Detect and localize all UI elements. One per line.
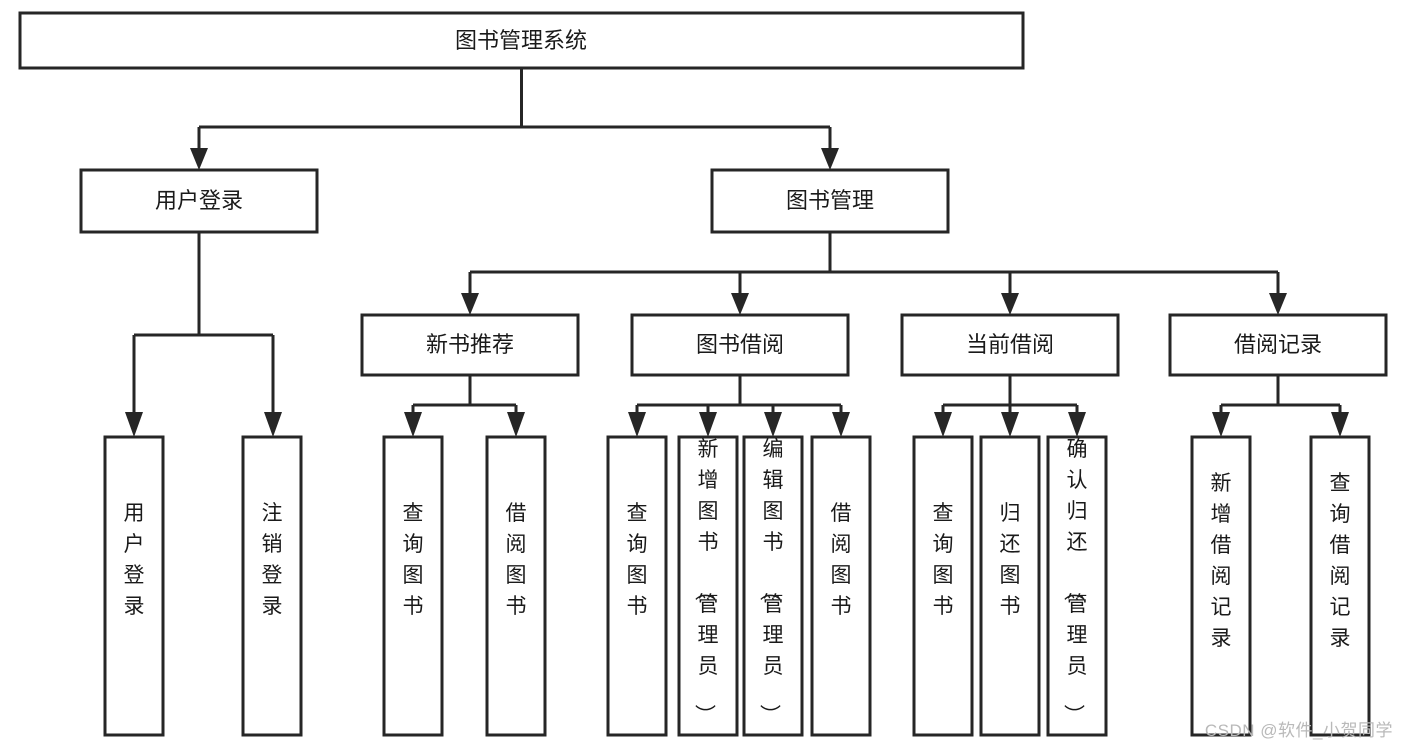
leaf-new-book-1-label: 查询图书: [403, 502, 424, 618]
arrow-head-borrowrecord-leaf2: [1331, 412, 1349, 437]
arrow-head-currentborrow-leaf2: [1001, 412, 1019, 437]
leaf-current-borrow-3[interactable]: 确认归还（管理员）: [1046, 435, 1108, 737]
leaf-user-login-2[interactable]: 注销登录: [241, 435, 303, 737]
arrow-head-bookborrow-leaf3: [764, 412, 782, 437]
connectors-group: [125, 68, 1349, 437]
node-current-borrow[interactable]: 当前借阅: [900, 313, 1120, 377]
leaf-new-book-2[interactable]: 借阅图书: [485, 435, 547, 737]
leaf-book-borrow-3[interactable]: 编辑图书（管理员）: [742, 435, 804, 737]
leaf-new-book-1-rect[interactable]: [382, 435, 444, 737]
leaf-borrow-record-2-rect[interactable]: [1309, 435, 1371, 737]
leaf-new-book-2-rect[interactable]: [485, 435, 547, 737]
node-user-login-rect[interactable]: [79, 168, 319, 234]
node-current-borrow-label: 当前借阅: [966, 332, 1054, 357]
leaf-current-borrow-2-rect[interactable]: [979, 435, 1041, 737]
arrow-head-bookborrow: [731, 293, 749, 315]
leaf-current-borrow-3-rect[interactable]: [1046, 435, 1108, 737]
node-book-management[interactable]: 图书管理: [710, 168, 950, 234]
leaf-book-borrow-3-label: 编辑图书（管理员）: [758, 438, 784, 725]
arrow-head-currentborrow: [1001, 293, 1019, 315]
arrow-head-borrowrecord-leaf1: [1212, 412, 1230, 437]
arrow-head-currentborrow-leaf3: [1068, 412, 1086, 437]
leaf-user-login-1[interactable]: 用户登录: [103, 435, 165, 737]
node-user-login-label: 用户登录: [155, 188, 243, 213]
node-root-rect[interactable]: [18, 11, 1025, 70]
leaf-new-book-2-label: 借阅图书: [506, 502, 527, 618]
leaf-current-borrow-2-label: 归还图书: [1000, 502, 1021, 618]
node-book-management-label: 图书管理: [786, 188, 874, 213]
leaf-current-borrow-2[interactable]: 归还图书: [979, 435, 1041, 737]
node-borrow-record[interactable]: 借阅记录: [1168, 313, 1388, 377]
leaf-user-login-1-label: 用户登录: [124, 502, 145, 618]
arrow-head-bookborrow-leaf1: [628, 412, 646, 437]
leaf-user-login-2-rect[interactable]: [241, 435, 303, 737]
arrow-head-user-login-leaf: [125, 412, 143, 437]
arrow-head-newbook-leaf1: [404, 412, 422, 437]
node-current-borrow-rect[interactable]: [900, 313, 1120, 377]
leaf-borrow-record-1-rect[interactable]: [1190, 435, 1252, 737]
leaf-book-borrow-4-rect[interactable]: [810, 435, 872, 737]
leaf-book-borrow-2-label: 新增图书（管理员）: [693, 438, 719, 725]
node-book-borrow-label: 图书借阅: [696, 332, 784, 357]
leaf-current-borrow-3-label: 确认归还（管理员）: [1062, 438, 1088, 725]
leaf-book-borrow-1-label: 查询图书: [627, 502, 648, 618]
node-book-borrow-rect[interactable]: [630, 313, 850, 377]
leaf-borrow-record-2-label: 查询借阅记录: [1330, 472, 1351, 650]
leaf-borrow-record-2[interactable]: 查询借阅记录: [1309, 435, 1371, 737]
leaf-book-borrow-2[interactable]: 新增图书（管理员）: [677, 435, 739, 737]
node-new-book-recommend-label: 新书推荐: [426, 332, 514, 357]
node-new-book-recommend-rect[interactable]: [360, 313, 580, 377]
arrow-head-newbook: [461, 293, 479, 315]
node-root-label: 图书管理系统: [455, 28, 587, 53]
leaf-current-borrow-1[interactable]: 查询图书: [912, 435, 974, 737]
arrow-head-logout-leaf: [264, 412, 282, 437]
arrow-head-bookmgmt: [821, 148, 839, 170]
arrow-head-newbook-leaf2: [507, 412, 525, 437]
leaf-borrow-record-1-label: 新增借阅记录: [1211, 472, 1232, 650]
leaf-book-borrow-4-label: 借阅图书: [831, 502, 852, 618]
node-borrow-record-rect[interactable]: [1168, 313, 1388, 377]
leaf-book-borrow-1-rect[interactable]: [606, 435, 668, 737]
leaf-current-borrow-1-label: 查询图书: [933, 502, 954, 618]
node-new-book-recommend[interactable]: 新书推荐: [360, 313, 580, 377]
leaf-book-borrow-3-rect[interactable]: [742, 435, 804, 737]
leaf-user-login-2-label: 注销登录: [262, 502, 283, 618]
leaf-borrow-record-1[interactable]: 新增借阅记录: [1190, 435, 1252, 737]
leaf-new-book-1[interactable]: 查询图书: [382, 435, 444, 737]
leaf-book-borrow-4[interactable]: 借阅图书: [810, 435, 872, 737]
arrow-head-borrowrecord: [1269, 293, 1287, 315]
leaf-user-login-1-rect[interactable]: [103, 435, 165, 737]
arrow-head-bookborrow-leaf4: [832, 412, 850, 437]
leaf-current-borrow-1-rect[interactable]: [912, 435, 974, 737]
leaf-book-borrow-2-rect[interactable]: [677, 435, 739, 737]
arrow-head-currentborrow-leaf1: [934, 412, 952, 437]
arrow-head-userlogin: [190, 148, 208, 170]
leaf-book-borrow-1[interactable]: 查询图书: [606, 435, 668, 737]
node-root[interactable]: 图书管理系统: [18, 11, 1025, 70]
node-book-management-rect[interactable]: [710, 168, 950, 234]
csdn-watermark: CSDN @软件_小贺同学: [1204, 721, 1393, 740]
arrow-head-bookborrow-leaf2: [699, 412, 717, 437]
node-book-borrow[interactable]: 图书借阅: [630, 313, 850, 377]
node-user-login[interactable]: 用户登录: [79, 168, 319, 234]
node-borrow-record-label: 借阅记录: [1234, 332, 1322, 357]
